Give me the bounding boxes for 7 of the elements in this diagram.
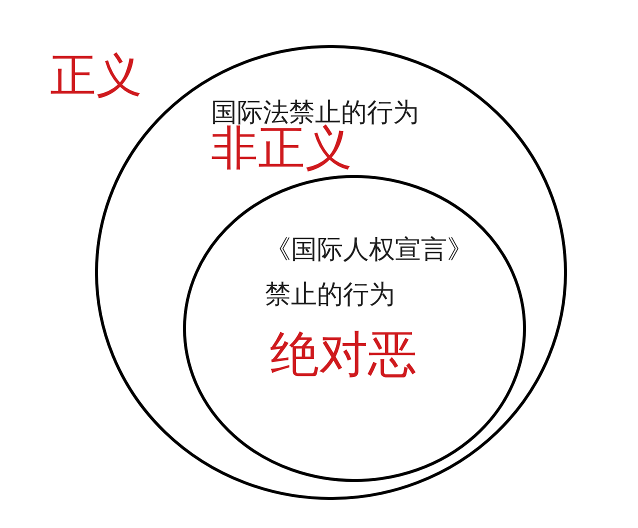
- region-caption: 《国际人权宣言》禁止的行为: [265, 234, 474, 312]
- region-title: 绝对恶: [270, 330, 417, 379]
- outer-circle: [95, 45, 567, 500]
- region-title: 非正义: [211, 125, 352, 172]
- inner-circle: [183, 175, 526, 482]
- region-caption: 国际法禁止的行为: [211, 100, 419, 126]
- region-title: 正义: [50, 52, 142, 98]
